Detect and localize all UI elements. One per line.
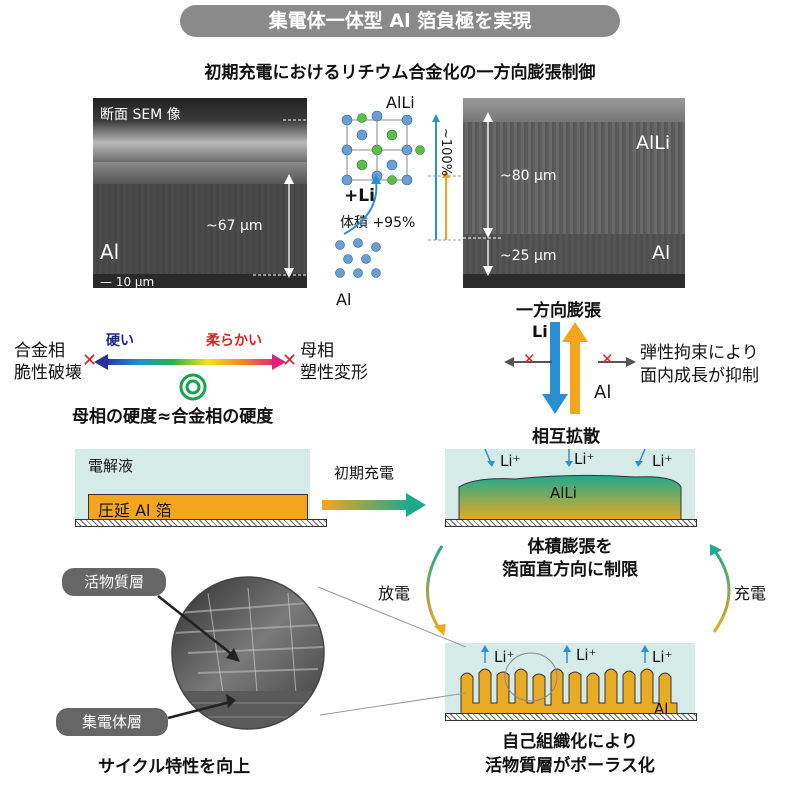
collector-layer-badge: 集電体層: [56, 708, 168, 736]
discharge-label: 放電: [378, 584, 411, 603]
active-layer-badge: 活物質層: [62, 568, 166, 596]
porous-layer: [460, 645, 678, 716]
charge-arrow: [710, 544, 731, 633]
unidirectional-heading: 一方向膨張: [516, 301, 601, 321]
plus-li-label: +Li: [344, 186, 375, 206]
volume-increase-label: 体積 +95%: [340, 215, 416, 231]
substrate-after: [445, 519, 697, 527]
alli-layer-label: AlLi: [550, 484, 577, 502]
sem-right-top-thickness: ~80 μm: [500, 168, 557, 184]
constraint-text: 弾性拘束により面内成長が抑制: [640, 343, 759, 386]
diffusion-arrows: [542, 322, 588, 414]
li-ion-2: Li⁺: [574, 450, 595, 468]
percent-label: ~100%: [438, 128, 453, 177]
sem-right-al: Al: [652, 242, 671, 264]
growth-arrow-icon: [343, 174, 381, 235]
subtitle: 初期充電におけるリチウム合金化の一方向膨張制御: [204, 63, 596, 83]
sem-image-left: [93, 98, 307, 288]
electrolyte-label: 電解液: [88, 457, 134, 475]
alloy-phase-text: 合金相脆性破壊: [14, 341, 82, 383]
li-ion-6: Li⁺: [652, 648, 673, 666]
blocked-lateral-arrows: [504, 357, 636, 367]
self-organization-text: 自己組織化により活物質層がポーラス化: [485, 732, 655, 776]
cross-icon-lateral-left: ✕: [523, 350, 536, 368]
sem-right-alli: AlLi: [636, 132, 671, 154]
cross-icon-lateral-right: ✕: [601, 350, 614, 368]
li-ion-3: Li⁺: [652, 452, 673, 470]
foil-label: 圧延 Al 箔: [98, 501, 172, 520]
li-ion-4: Li⁺: [494, 648, 515, 666]
sem-left-material: Al: [100, 240, 120, 264]
soft-label: 柔らかい: [206, 333, 262, 349]
crystal-al-label: Al: [336, 290, 352, 309]
sem-label: 断面 SEM 像: [100, 107, 181, 123]
li-ion-5: Li⁺: [576, 646, 597, 664]
hardness-equation: 母相の硬度≈合金相の硬度: [72, 407, 274, 427]
cross-icon-left: ✕: [82, 350, 98, 371]
al-arrow-label: Al: [594, 382, 612, 403]
li-ion-1: Li⁺: [500, 452, 521, 470]
title-banner: 集電体一体型 Al 箔負極を実現: [180, 5, 620, 37]
sem-image-right: [463, 98, 685, 288]
al-crystal-icon: [335, 238, 381, 278]
substrate-before: [75, 519, 327, 527]
sem-left-thickness: ~67 μm: [206, 218, 263, 234]
sem-right-overlay: [463, 112, 503, 276]
mutual-diffusion-label: 相互拡散: [532, 427, 600, 447]
cross-icon-right: ✕: [282, 350, 298, 371]
matrix-phase-text: 母相塑性変形: [300, 341, 368, 383]
double-circle-icon: [179, 373, 207, 401]
cycle-improvement-text: サイクル特性を向上: [98, 757, 251, 777]
expansion-bars: [428, 114, 464, 241]
micrograph-circle: [171, 576, 325, 730]
charge-label: 充電: [734, 584, 767, 603]
discharge-arrow: [426, 545, 446, 636]
substrate-porous: [445, 713, 697, 721]
li-arrow-label: Li: [532, 322, 548, 341]
initial-charge-label: 初期充電: [334, 464, 395, 482]
hard-label: 硬い: [106, 333, 134, 349]
crystal-alli-label: AlLi: [386, 93, 415, 112]
hardness-gradient-arrow: [94, 354, 286, 370]
initial-charge-arrow: [322, 493, 426, 517]
volume-restriction-text: 体積膨張を箔面直方向に制限: [502, 537, 638, 580]
pointer-lines: [157, 595, 240, 720]
alli-crystal-icon: [341, 110, 425, 186]
scale-bar: — 10 μm: [100, 275, 155, 289]
zoom-lines: [317, 586, 467, 716]
sem-right-bottom-thickness: ~25 μm: [500, 248, 557, 264]
sem-left-overlay: [253, 119, 307, 278]
alli-layer: [458, 449, 682, 522]
